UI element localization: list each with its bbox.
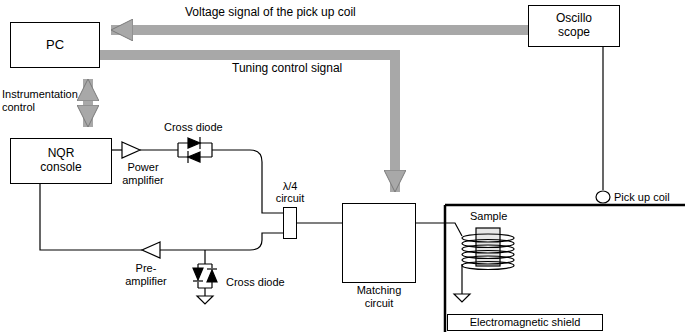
console-box: NQR console (10, 138, 112, 184)
node-label: Matching circuit (349, 284, 409, 309)
receive-wire (160, 233, 283, 250)
node-label: Oscillo scope (548, 12, 600, 40)
cross-diode-symbol (199, 137, 200, 149)
matching-box: Matching circuit (342, 203, 416, 283)
component-label: Cross diode (226, 276, 285, 289)
receive-wire (40, 184, 283, 250)
coil-windings (462, 234, 514, 270)
ground-symbol (454, 294, 470, 302)
oscilloscope-box: Oscillo scope (528, 5, 620, 47)
cross-diode-symbol (188, 152, 200, 162)
component-label: Sample (470, 210, 507, 223)
pickup-coil-symbol (596, 191, 610, 203)
component-label: Pre- amplifier (120, 262, 172, 287)
transmit-wire (212, 150, 283, 213)
cross-diode-symbol (187, 151, 188, 163)
shield-label-box: Electromagnetic shield (447, 314, 603, 331)
computer-box: PC (10, 22, 100, 68)
pre-amplifier-symbol (142, 242, 160, 258)
cross-diode-symbol (188, 138, 200, 148)
node-label: λ/4 circuit (269, 180, 311, 205)
node-label: NQR console (33, 147, 89, 175)
component-label: Power amplifier (116, 161, 170, 186)
coil-windings (462, 262, 514, 270)
shield-wall (445, 205, 685, 332)
transmit-wire (112, 149, 122, 150)
schematic-art (40, 47, 685, 332)
transmit-wire (112, 150, 283, 213)
transmit-wire (140, 149, 178, 150)
quarter-wave-box: λ/4 circuit (283, 207, 297, 239)
rf-wire (297, 222, 342, 223)
signal-label: Voltage signal of the pick up coil (185, 6, 356, 20)
pickup-wire (602, 47, 603, 190)
cross-diode-symbol (178, 137, 212, 163)
signal-arrow (100, 55, 395, 192)
power-amplifier-symbol (122, 142, 140, 158)
signal-label: Tuning control signal (232, 62, 342, 76)
signal-label: Instrumentation control (2, 88, 82, 113)
cross-diode-symbol (193, 280, 203, 281)
signal-arrow (83, 79, 93, 127)
node-label: PC (15, 38, 95, 53)
component-label: Cross diode (164, 121, 223, 134)
cross-diode-symbol (193, 268, 203, 280)
signal-arrow (111, 25, 528, 35)
coil-wire (416, 223, 462, 236)
node-label: Electromagnetic shield (451, 316, 599, 329)
cross-diode-symbol (193, 250, 217, 304)
receive-wire (40, 184, 142, 250)
component-label: Pick up coil (614, 191, 670, 204)
coil-wire (461, 264, 462, 294)
cross-diode-symbol (197, 296, 213, 304)
cross-diode-symbol (207, 268, 217, 269)
cross-diode-symbol (207, 270, 217, 282)
